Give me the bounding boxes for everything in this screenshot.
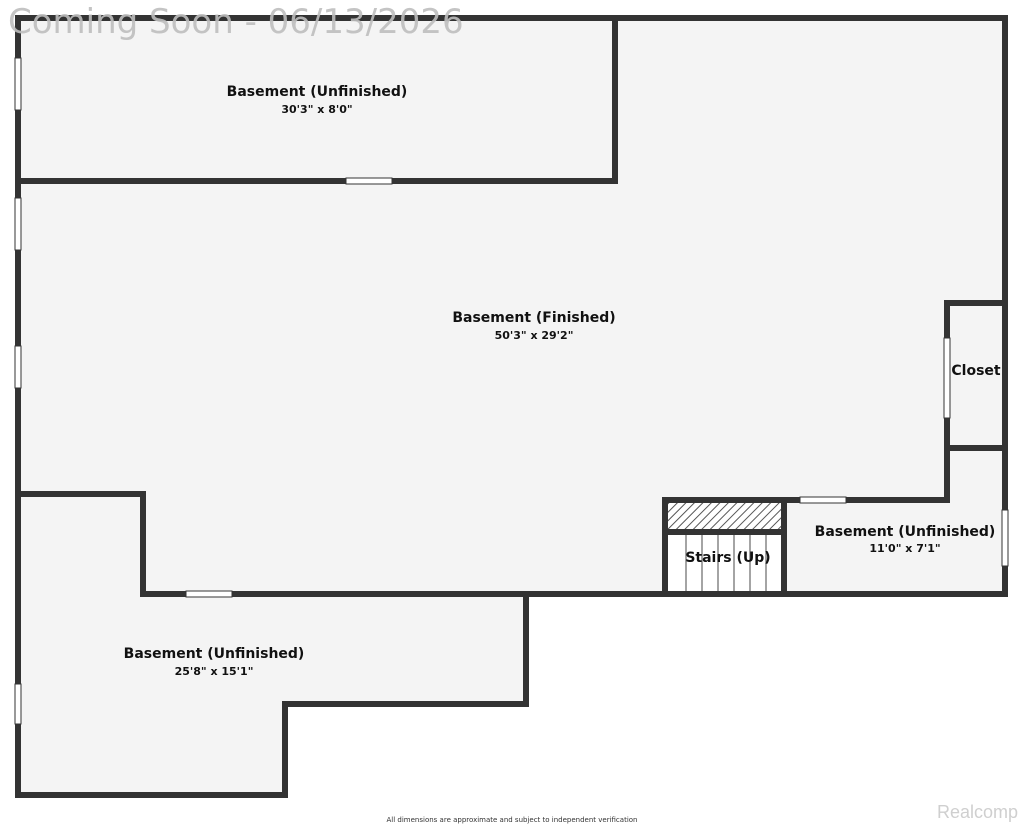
door-bottom-room bbox=[185, 590, 233, 598]
room-dims-finished: 50'3" x 29'2" bbox=[495, 329, 574, 342]
window-5 bbox=[1001, 509, 1009, 567]
brand-watermark: Realcomp bbox=[936, 802, 1018, 822]
stairs bbox=[667, 503, 781, 591]
window-4 bbox=[14, 683, 22, 725]
door-closet bbox=[943, 337, 951, 419]
door-right-room bbox=[799, 496, 847, 504]
floor-fill-bottom-left bbox=[18, 594, 526, 795]
room-name-unfinished-bottom: Basement (Unfinished) bbox=[124, 646, 305, 662]
room-name-finished: Basement (Finished) bbox=[452, 310, 615, 326]
window-3 bbox=[14, 345, 22, 389]
room-dims-unfinished-right: 11'0" x 7'1" bbox=[869, 542, 940, 555]
wall-stairs-enclosure bbox=[662, 497, 787, 535]
room-name-closet: Closet bbox=[951, 363, 1001, 379]
walls bbox=[15, 15, 1008, 798]
window-2 bbox=[14, 197, 22, 251]
room-name-unfinished-right: Basement (Unfinished) bbox=[815, 524, 996, 540]
wall-bottom-left-room bbox=[15, 491, 529, 597]
floor-fill-main bbox=[18, 18, 1005, 594]
window-1 bbox=[14, 57, 22, 111]
door-top-room bbox=[345, 177, 393, 185]
door-openings bbox=[185, 177, 951, 598]
windows bbox=[14, 57, 1009, 725]
stairs-landing bbox=[667, 503, 781, 529]
room-name-stairs: Stairs (Up) bbox=[685, 550, 770, 566]
coming-soon-watermark: Coming Soon - 06/13/2026 bbox=[8, 2, 464, 42]
room-dims-unfinished-top: 30'3" x 8'0" bbox=[281, 103, 352, 116]
room-name-unfinished-top: Basement (Unfinished) bbox=[227, 84, 408, 100]
wall-top-room bbox=[15, 15, 618, 184]
dimensions-disclaimer: All dimensions are approximate and subje… bbox=[386, 816, 638, 824]
room-dims-unfinished-bottom: 25'8" x 15'1" bbox=[175, 665, 254, 678]
stair-treads bbox=[685, 531, 767, 591]
outer-wall bbox=[15, 15, 1008, 798]
